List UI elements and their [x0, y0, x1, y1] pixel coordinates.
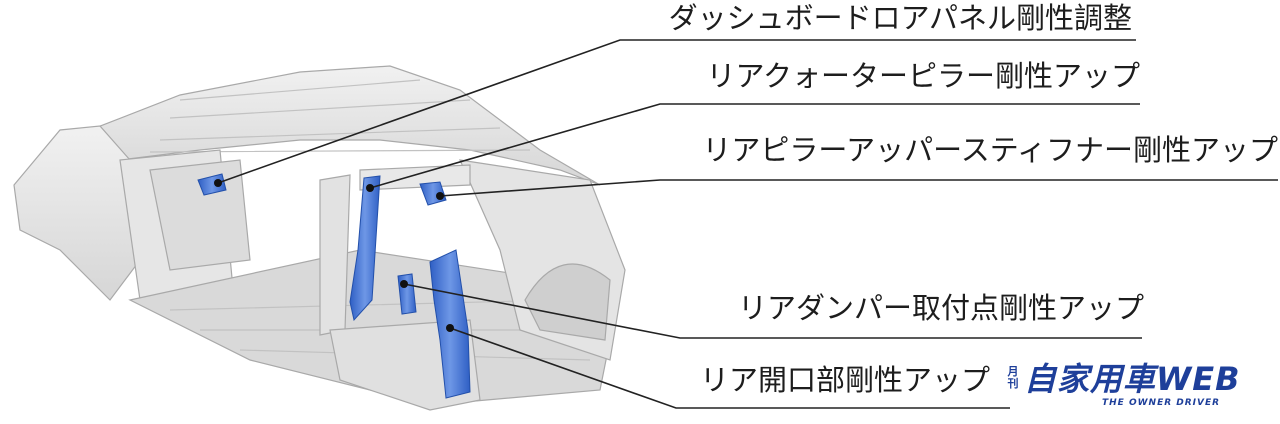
roof-panel — [88, 65, 601, 186]
rear-quarter-pillar-part — [349, 175, 381, 322]
leader-dot — [214, 179, 222, 187]
leader-dot — [366, 184, 374, 192]
callout-label-rear-damper-mount: リアダンパー取付点剛性アップ — [737, 291, 1144, 325]
callout-label-rear-quarter-pillar: リアクォーターピラー剛性アップ — [706, 59, 1140, 93]
leader-line — [403, 283, 1142, 339]
callout-label-rear-opening: リア開口部剛性アップ — [700, 363, 991, 397]
callout-label-dashboard-lower-panel: ダッシュボードロアパネル剛性調整 — [668, 1, 1132, 35]
leader-line — [439, 179, 1278, 197]
logo-monthly-mark: 月刊 — [1007, 365, 1019, 390]
car-body — [13, 65, 626, 411]
leader-line — [369, 103, 1140, 189]
logo-subtitle: THE OWNER DRIVER — [1102, 398, 1221, 408]
leader-dots — [214, 179, 454, 332]
front-structure — [13, 125, 141, 301]
leader-line — [217, 39, 1136, 184]
leader-dot — [400, 280, 408, 288]
callout-label-rear-pillar-upper-stiffener: リアピラーアッパースティフナー剛性アップ — [702, 133, 1278, 167]
center-pillar — [319, 174, 351, 336]
publisher-logo: 月刊 自家用車WEB THE OWNER DRIVER — [1006, 360, 1246, 412]
logo-title: 自家用車WEB — [1024, 360, 1241, 398]
leader-dot — [436, 192, 444, 200]
leader-dot — [446, 324, 454, 332]
rear-wheel-arch — [524, 263, 611, 341]
leader-line — [449, 327, 1010, 409]
leader-lines — [217, 39, 1278, 409]
